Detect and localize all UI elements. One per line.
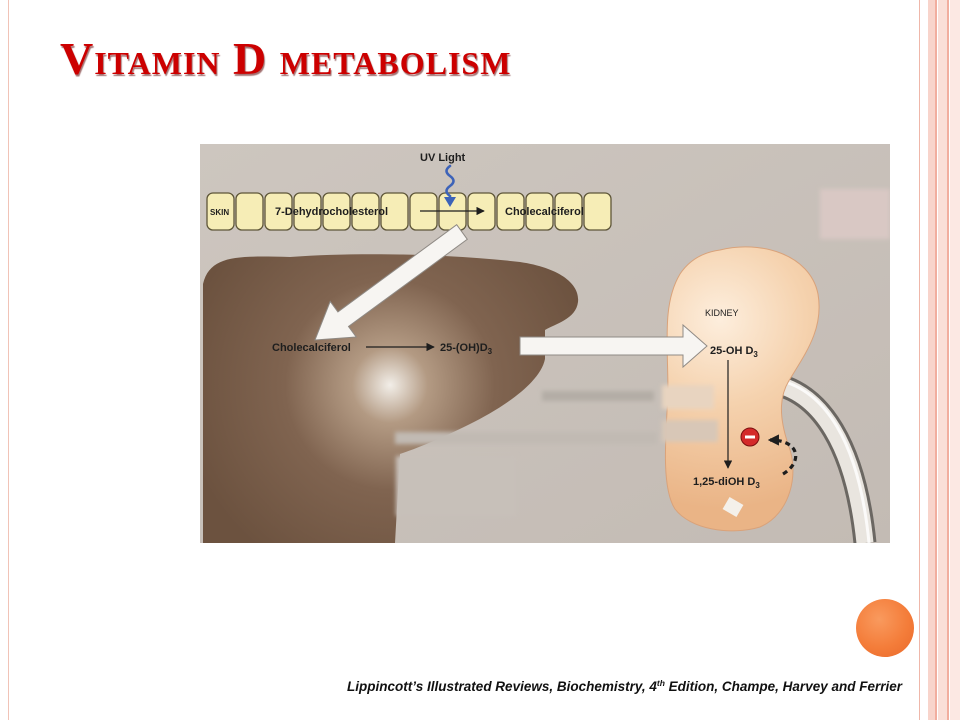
skin-precursor-label: 7-Dehydrocholesterol (275, 206, 388, 218)
skin-cell (293, 192, 322, 231)
erased-label-patches (395, 385, 718, 516)
skin-product-label: Cholecalciferol (505, 206, 584, 218)
skin-cell-row (206, 192, 612, 231)
skin-cell (380, 192, 409, 231)
skin-cell (264, 192, 293, 231)
ureter-tube (771, 372, 877, 543)
liver-substrate-label: Cholecalciferol (272, 342, 351, 354)
citation: Lippincott’s Illustrated Reviews, Bioche… (347, 679, 902, 695)
stripe (919, 0, 920, 720)
inhibition-minus-icon (740, 427, 760, 447)
skin-cell (235, 192, 264, 231)
kidney-product-base: 1,25-diOH D (693, 476, 755, 488)
skin-cell (525, 192, 554, 231)
kidney-product-label: 1,25-diOH D3 (693, 476, 760, 490)
skin-cell (583, 192, 612, 231)
liver-product-base: 25-(OH)D (440, 342, 488, 354)
liver-product-sub: 3 (488, 347, 493, 356)
skin-label: SKIN (210, 208, 229, 217)
kidney-substrate-base: 25-OH D (710, 345, 753, 357)
liver-shape (203, 254, 579, 543)
skin-cell (206, 192, 235, 231)
stripe (950, 0, 960, 720)
slide-title: Vitamin D metabolism (60, 33, 512, 84)
skin-cell (322, 192, 351, 231)
skin-cell (496, 192, 525, 231)
stripe (935, 0, 937, 720)
citation-text-end: Edition, Champe, Harvey and Ferrier (664, 679, 902, 694)
stripe (938, 0, 947, 720)
kidney-substrate-sub: 3 (753, 350, 758, 359)
kidney-shape (664, 246, 820, 532)
skin-to-liver-arrow (314, 223, 468, 341)
left-border-line (8, 0, 9, 720)
background-tint (820, 189, 890, 239)
vitamin-d-diagram: SKIN 7-Dehydrocholesterol Cholecalcifero… (200, 144, 890, 543)
uv-wavy-arrow-icon (444, 164, 456, 207)
stripe (947, 0, 949, 720)
citation-superscript: th (656, 678, 665, 688)
skin-cell (351, 192, 380, 231)
kidney-label: KIDNEY (705, 308, 739, 318)
right-decorative-stripes (918, 0, 960, 720)
erased-label-patch (722, 496, 744, 518)
liver-product-label: 25-(OH)D3 (440, 342, 493, 356)
kidney-substrate-label: 25-OH D3 (710, 345, 758, 359)
liver-to-kidney-arrow (519, 323, 708, 369)
kidney-product-sub: 3 (755, 481, 760, 490)
stripe (928, 0, 935, 720)
feedback-dashed-arrow (767, 434, 798, 476)
orange-accent-circle (856, 599, 914, 657)
uv-light-label: UV Light (420, 152, 466, 164)
citation-text: Lippincott’s Illustrated Reviews, Bioche… (347, 679, 657, 694)
skin-cell (554, 192, 583, 231)
